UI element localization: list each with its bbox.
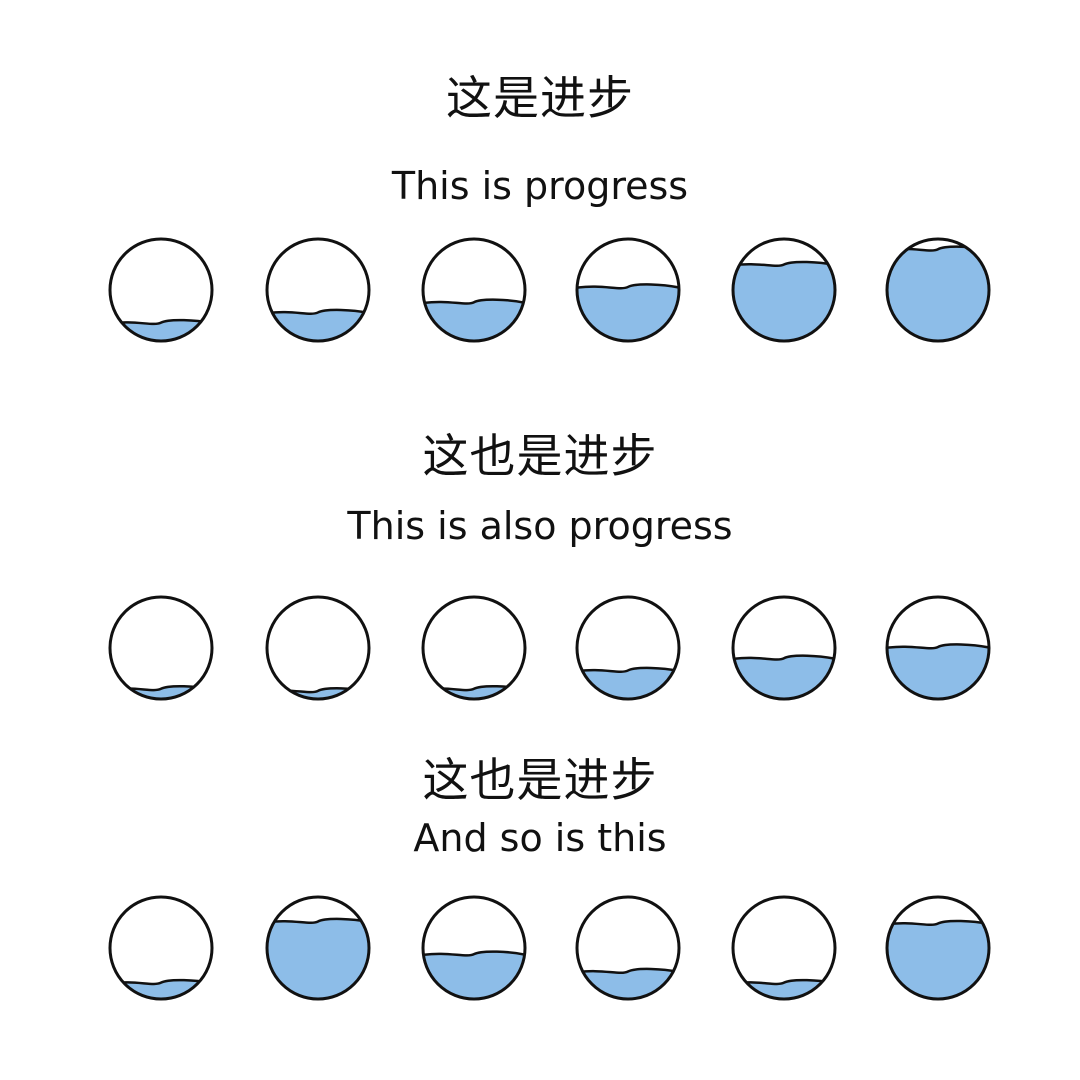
jar-2-2 <box>265 595 371 701</box>
jar-1-3 <box>421 237 527 343</box>
section-1-circles <box>108 237 991 343</box>
water-fill <box>888 644 988 698</box>
jar-1-1 <box>108 237 214 343</box>
jar-outline <box>108 595 214 701</box>
jar-1-5 <box>731 237 837 343</box>
water-surface <box>888 245 988 252</box>
jar-2-4 <box>575 595 681 701</box>
section-3-circles <box>108 895 991 1001</box>
water-surface <box>888 919 988 927</box>
jar-outline <box>265 595 371 701</box>
jar-1-4 <box>575 237 681 343</box>
jar-outline <box>108 895 214 1001</box>
water-fill <box>424 951 524 998</box>
jar-outline <box>731 237 837 343</box>
section-1-title-cn: 这是进步 <box>446 71 634 125</box>
jar-outline <box>108 237 214 343</box>
section-1-title-en: This is progress <box>391 164 689 208</box>
jar-1-6 <box>885 237 991 343</box>
section-3-title-en: And so is this <box>413 816 667 860</box>
water-surface <box>424 298 524 305</box>
water-surface <box>734 654 834 661</box>
jar-3-1 <box>108 895 214 1001</box>
water-surface <box>111 978 211 986</box>
water-fill <box>111 980 211 998</box>
jar-outline <box>885 595 991 701</box>
water-surface <box>268 308 368 315</box>
jar-outline <box>885 895 991 1001</box>
section-2-circles <box>108 595 991 701</box>
jar-2-1 <box>108 595 214 701</box>
jar-2-5 <box>731 595 837 701</box>
jar-outline <box>265 237 371 343</box>
water-surface <box>424 950 524 957</box>
water-surface <box>268 917 368 925</box>
jar-2-6 <box>885 595 991 701</box>
jar-3-5 <box>731 895 837 1001</box>
water-surface <box>111 318 211 326</box>
jar-3-6 <box>885 895 991 1001</box>
water-surface <box>734 978 834 986</box>
jar-outline <box>575 237 681 343</box>
water-fill <box>734 262 834 340</box>
water-fill <box>888 921 988 998</box>
water-surface <box>424 685 524 692</box>
section-2-title-cn: 这也是进步 <box>422 429 658 483</box>
water-surface <box>578 967 678 974</box>
water-fill <box>734 980 834 998</box>
jar-outline <box>421 595 527 701</box>
jar-1-2 <box>265 237 371 343</box>
jar-outline <box>421 237 527 343</box>
water-fill <box>888 246 988 340</box>
water-surface <box>268 687 368 694</box>
jar-outline <box>575 595 681 701</box>
water-fill <box>268 918 368 998</box>
section-3-title-cn: 这也是进步 <box>422 753 658 807</box>
jar-outline <box>265 895 371 1001</box>
jar-3-3 <box>421 895 527 1001</box>
water-surface <box>888 643 988 650</box>
jar-outline <box>731 595 837 701</box>
water-surface <box>578 666 678 673</box>
water-surface <box>734 260 834 268</box>
water-surface <box>111 685 211 692</box>
jar-outline <box>731 895 837 1001</box>
jar-outline <box>575 895 681 1001</box>
water-fill <box>578 284 678 340</box>
jar-3-4 <box>575 895 681 1001</box>
section-2-title-en: This is also progress <box>347 504 733 548</box>
water-surface <box>578 283 678 290</box>
jar-outline <box>885 237 991 343</box>
jar-2-3 <box>421 595 527 701</box>
jar-outline <box>421 895 527 1001</box>
jar-3-2 <box>265 895 371 1001</box>
water-fill <box>734 655 834 698</box>
